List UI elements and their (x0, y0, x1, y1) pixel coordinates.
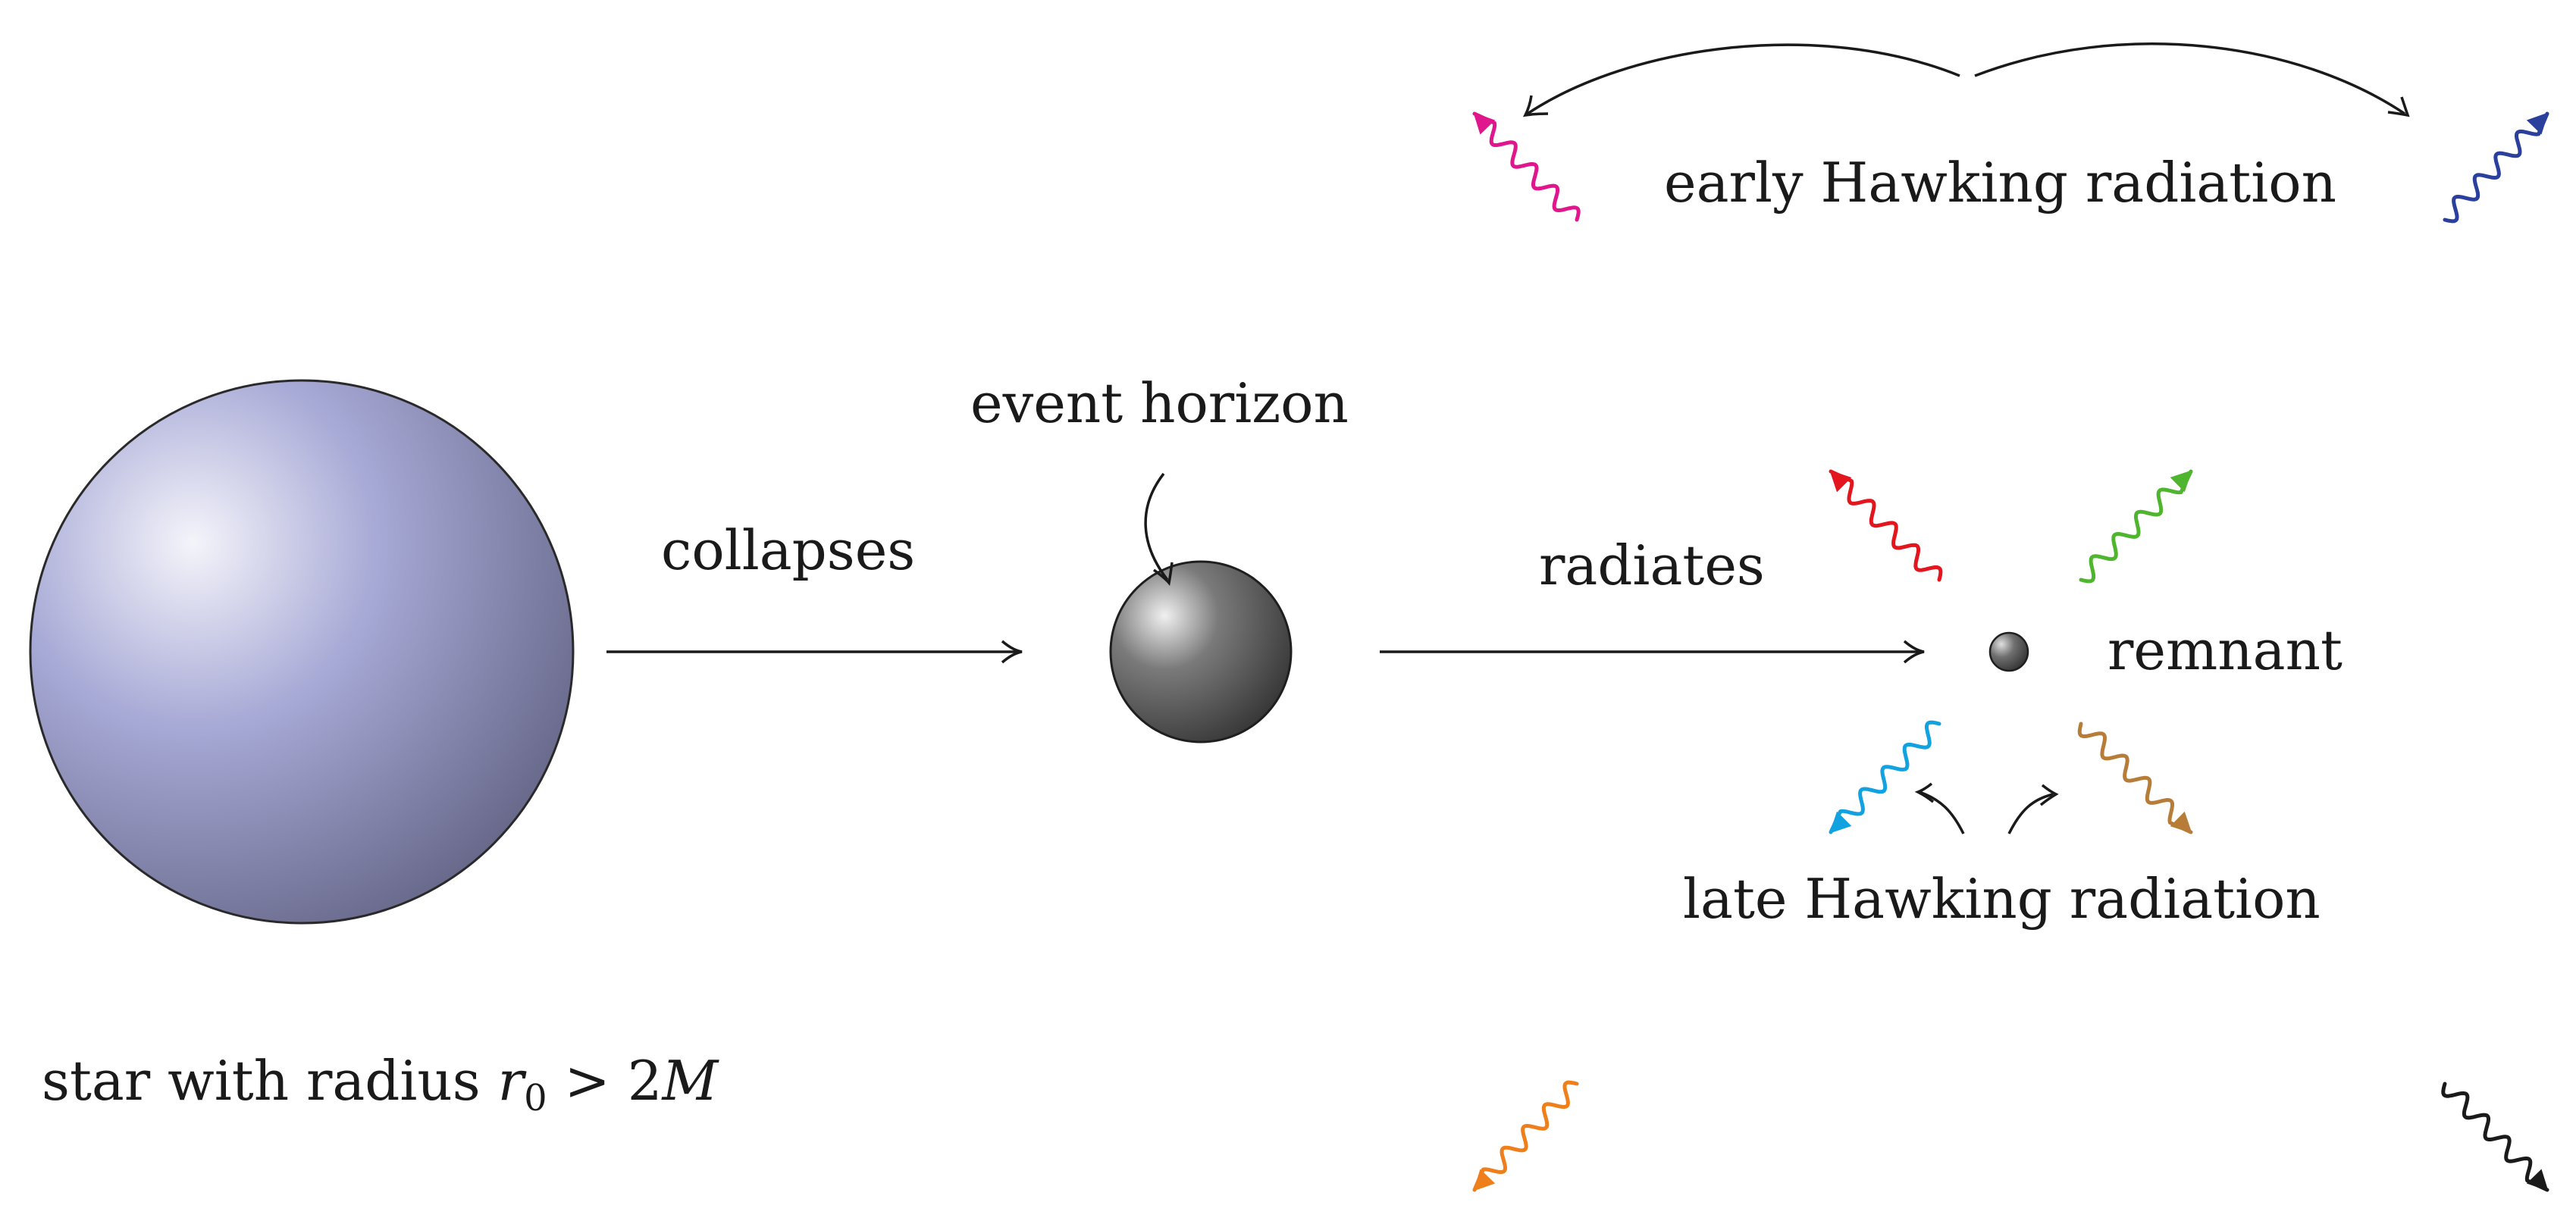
star-caption-operator: > 2 (547, 1049, 663, 1113)
wave-late-up-right (2079, 469, 2193, 584)
remnant-sphere (1988, 631, 2029, 672)
wave-late-up-left (1829, 469, 1943, 582)
event-horizon-pointer (1144, 472, 1174, 586)
star-sphere (29, 379, 575, 925)
wave-late-up-right-head (2170, 470, 2192, 493)
star-caption-subscript: 0 (524, 1077, 547, 1119)
radiates-label: radiates (1539, 534, 1765, 597)
wave-bottom-right-head (2526, 1169, 2549, 1191)
black-hole-sphere (1109, 560, 1293, 743)
wave-late-down-left-head (1829, 811, 1852, 834)
wave-early-right-head (2526, 112, 2549, 135)
wave-bottom-left-head (1473, 1169, 1496, 1191)
wave-bottom-left (1472, 1080, 1579, 1192)
star-caption-mass: M (662, 1049, 719, 1113)
wave-early-left-head (1473, 112, 1496, 135)
late-hawking-radiation-label: late Hawking radiation (1683, 867, 2321, 931)
star-caption-prefix: star with radius (42, 1049, 498, 1113)
early-radiation-arrows (1522, 42, 2410, 117)
wave-late-down-right (2077, 722, 2193, 834)
radiate-arrow (1380, 640, 1925, 664)
wave-late-up-left-head (1829, 470, 1852, 493)
collapses-label: collapses (661, 518, 916, 582)
wave-late-down-right-head (2170, 811, 2192, 834)
event-horizon-label: event horizon (970, 371, 1349, 435)
star-caption: star with radius r0 > 2M (42, 1053, 718, 1116)
late-radiation-arrows (1914, 782, 2059, 834)
remnant-label: remnant (2107, 618, 2343, 682)
star-caption-variable: r (497, 1049, 525, 1113)
collapse-arrow (606, 640, 1023, 664)
photon-waves (1472, 111, 2549, 1192)
wave-early-right (2443, 111, 2549, 224)
early-hawking-radiation-label: early Hawking radiation (1664, 151, 2336, 214)
wave-late-down-left (1829, 720, 1941, 834)
wave-bottom-right (2441, 1082, 2549, 1192)
wave-early-left (1472, 111, 1581, 222)
